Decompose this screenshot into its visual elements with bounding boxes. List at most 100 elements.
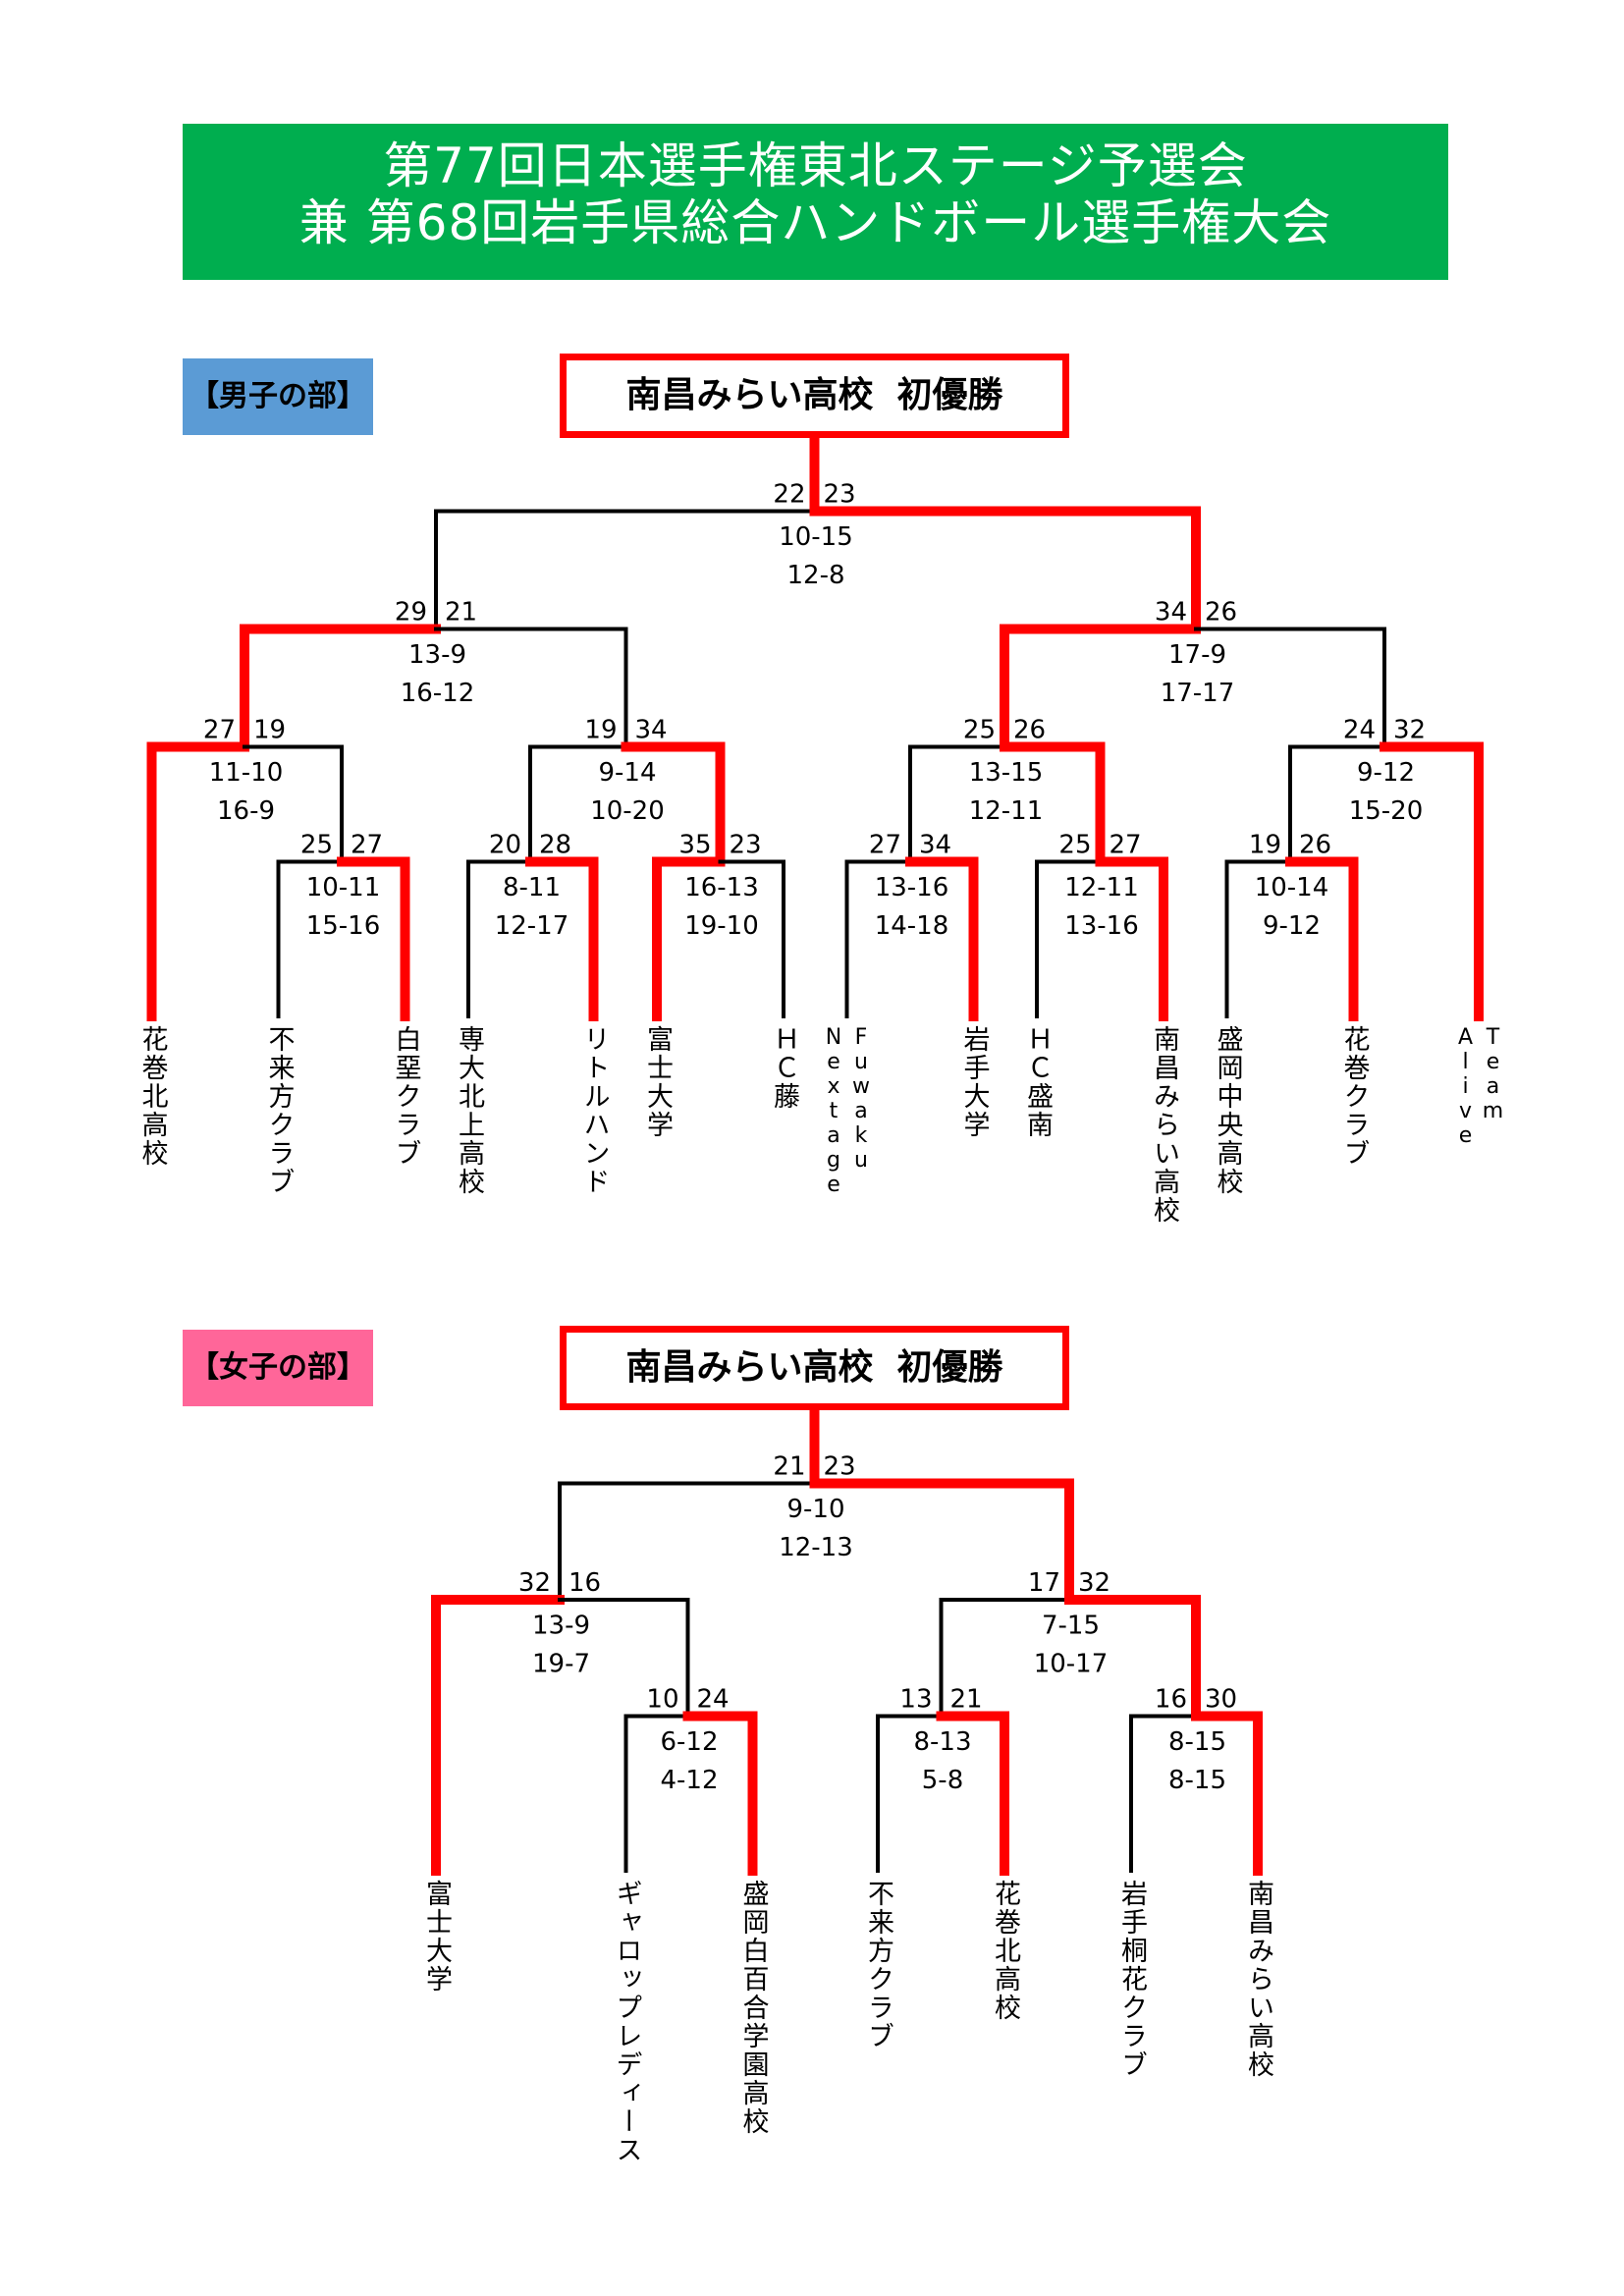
women-final-score-right: 23 [824,1452,856,1482]
men-r2-score-right: 28 [539,831,571,860]
men-r4-score-right: 34 [919,831,951,860]
women-qf2-score-right: 21 [950,1685,983,1715]
men-r3-score-left: 35 [678,831,711,860]
men-r6-half2: 9-12 [1263,911,1321,941]
men-qf3-score-left: 25 [963,716,996,745]
men-r5-half2: 13-16 [1064,911,1139,941]
women-qf3-score-left: 16 [1155,1685,1187,1715]
men-r4-score-left: 27 [869,831,901,860]
men-qf4-score-right: 32 [1393,716,1426,745]
men-qf4-half1: 9-12 [1357,758,1415,788]
women-qf1-score-right: 24 [697,1685,730,1715]
men-sf_left-half2: 16-12 [401,679,475,708]
men-r5-score-left: 25 [1058,831,1091,860]
men-sf_left-score-left: 29 [395,598,427,628]
women-sf_right-score-right: 32 [1078,1568,1110,1598]
men-team-name: 南昌みらい高校 [1149,1025,1179,1225]
men-qf2-score-left: 19 [584,716,617,745]
women-champion-team: 南昌みらい高校 [625,1347,874,1388]
women-final-half2: 12-13 [779,1533,853,1562]
men-final-half2: 12-8 [786,561,844,590]
men-section-label: 【男子の部】 [183,358,373,435]
women-qf3-half2: 8-15 [1168,1766,1226,1795]
men-team-name: リトルハンド [578,1025,610,1196]
men-sf_right-score-right: 26 [1205,598,1237,628]
men-r6-score-right: 26 [1299,831,1331,860]
men-r3-score-right: 23 [730,831,762,860]
women-qf2-half1: 8-13 [913,1727,971,1757]
men-sf_left-score-right: 21 [445,598,477,628]
women-section-label: 【女子の部】 [183,1330,373,1406]
women-team-name: 盛岡白百合学園高校 [737,1880,769,2136]
women-team-name: 不来方クラブ [863,1880,893,2050]
men-r1-half1: 10-11 [306,873,381,902]
men-team-name: 盛岡中央高校 [1212,1025,1243,1196]
women-qf2-half2: 5-8 [922,1766,963,1795]
women-qf1-half1: 6-12 [660,1727,718,1757]
men-team-name: 岩手大学 [958,1025,990,1139]
men-r2-half2: 12-17 [495,911,569,941]
women-team-name: 花巻北高校 [990,1880,1020,2022]
women-sf_left-half2: 19-7 [532,1650,590,1679]
women-sf_right-half2: 10-17 [1034,1650,1109,1679]
women-sf_right-score-left: 17 [1028,1568,1060,1598]
men-sf_right-half1: 17-9 [1168,640,1226,670]
women-qf3-half1: 8-15 [1168,1727,1226,1757]
men-qf2-half1: 9-14 [598,758,656,788]
men-team-name: ＨＣ盛南 [1022,1025,1053,1139]
women-qf3-score-right: 30 [1205,1685,1237,1715]
men-sf_left-half1: 13-9 [408,640,466,670]
men-qf1-half1: 11-10 [209,758,284,788]
men-qf3-half1: 13-15 [969,758,1044,788]
men-r1-half2: 15-16 [306,911,381,941]
women-team-name: ギャロップレディース [611,1880,642,2164]
men-qf3-score-right: 26 [1013,716,1046,745]
women-team-name: 富士大学 [421,1880,452,1994]
women-sf_left-score-left: 32 [518,1568,551,1598]
men-team-name: Team Alive [1453,1025,1505,1148]
men-qf1-half2: 16-9 [217,796,275,826]
women-team-name: 岩手桐花クラブ [1116,1880,1147,2079]
men-team-name: ＨＣ藤 [769,1025,799,1111]
men-final-half1: 10-15 [779,522,853,552]
men-r5-half1: 12-11 [1064,873,1139,902]
title-line-2: 兼 第68回岩手県総合ハンドボール選手権大会 [298,194,1332,251]
men-champion-box: 南昌みらい高校初優勝 [560,354,1069,438]
women-sf_left-half1: 13-9 [532,1612,590,1641]
men-qf1-score-right: 19 [253,716,286,745]
men-r3-half1: 16-13 [684,873,759,902]
women-champion-note: 初優勝 [896,1347,1003,1388]
men-sf_right-score-left: 34 [1155,598,1187,628]
women-qf2-score-left: 13 [899,1685,932,1715]
men-r6-half1: 10-14 [1255,873,1329,902]
women-qf1-half2: 4-12 [660,1766,718,1795]
men-r1-score-right: 27 [351,831,383,860]
title-line-1: 第77回日本選手権東北ステージ予選会 [383,137,1248,194]
men-champion-note: 初優勝 [896,375,1003,415]
men-team-name: 専大北上高校 [454,1025,484,1196]
women-team-name: 南昌みらい高校 [1243,1880,1273,2079]
women-final-half1: 9-10 [786,1495,844,1524]
men-r1-score-left: 25 [300,831,333,860]
men-r2-score-left: 20 [489,831,521,860]
women-qf1-score-left: 10 [646,1685,678,1715]
title-banner: 第77回日本選手権東北ステージ予選会 兼 第68回岩手県総合ハンドボール選手権大… [183,124,1448,280]
men-team-name: 不来方クラブ [263,1025,295,1196]
men-sf_right-half2: 17-17 [1161,679,1235,708]
men-r2-half1: 8-11 [503,873,561,902]
men-r4-half1: 13-16 [875,873,949,902]
men-qf4-half2: 15-20 [1349,796,1424,826]
men-team-name: 花巻クラブ [1338,1025,1370,1168]
women-champion-box: 南昌みらい高校初優勝 [560,1326,1069,1410]
men-qf4-score-left: 24 [1343,716,1376,745]
men-qf2-score-right: 34 [635,716,668,745]
men-r3-half2: 19-10 [684,911,759,941]
men-champion-team: 南昌みらい高校 [625,375,874,415]
women-final-score-left: 21 [773,1452,805,1482]
men-final-score-left: 22 [773,480,805,510]
men-team-name: Fuwaku Nextage [821,1025,874,1197]
men-team-name: 富士大学 [642,1025,673,1139]
men-qf1-score-left: 27 [203,716,236,745]
men-final-score-right: 23 [824,480,856,510]
